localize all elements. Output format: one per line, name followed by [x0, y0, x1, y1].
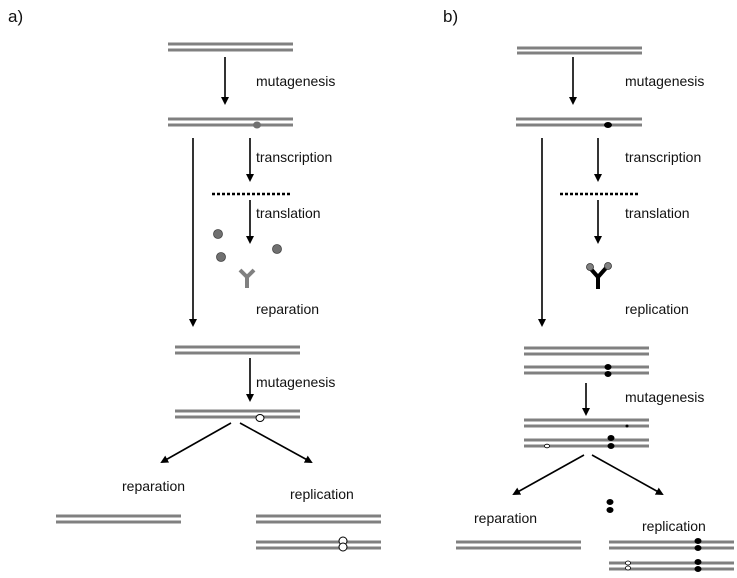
lesion-open — [338, 542, 348, 552]
dna-duplex-reparation-result — [56, 514, 181, 524]
dna-duplex-mutated-3 — [524, 418, 649, 428]
amino-acid-dot — [216, 252, 226, 262]
dna-duplex-mutated-4 — [524, 435, 649, 449]
label-replication-branch: replication — [290, 486, 354, 502]
arrow-branch-replication — [591, 454, 664, 495]
lesion-black — [606, 499, 614, 505]
lesion-black — [694, 566, 702, 572]
lesion-black — [607, 435, 615, 441]
panel-a: a) mutagenesis transcription translation — [8, 7, 381, 552]
label-replication-mid: replication — [625, 301, 689, 317]
dna-duplex-daughter-2 — [524, 364, 649, 377]
lesion-open — [255, 414, 265, 422]
label-mutagenesis-1: mutagenesis — [256, 73, 335, 89]
label-replication-branch: replication — [642, 518, 706, 534]
arrow-branch-replication — [239, 422, 313, 463]
dna-duplex-replication-result-1 — [609, 538, 734, 551]
lesion-small-black — [625, 424, 629, 428]
lesion-black — [694, 538, 702, 544]
lesion-black — [607, 443, 615, 449]
dna-duplex-original — [168, 42, 293, 52]
arrow-branch-reparation — [160, 422, 232, 463]
panel-a-label: a) — [8, 7, 23, 26]
lesion-open-small — [544, 443, 550, 449]
label-reparation-branch: reparation — [122, 478, 185, 494]
label-mutagenesis-2: mutagenesis — [256, 374, 335, 390]
arrow-branch-reparation — [512, 454, 585, 495]
dna-duplex-open-lesion — [175, 409, 300, 422]
amino-acid-dot — [272, 244, 282, 254]
dna-duplex-replication-result-2 — [609, 559, 734, 572]
dna-duplex-original — [517, 46, 642, 55]
panel-b: b) mutagenesis transcription translation — [443, 7, 734, 572]
panel-b-label: b) — [443, 7, 458, 26]
dna-duplex-replication-result-2 — [256, 536, 381, 552]
amino-acid-dot — [213, 229, 223, 239]
lesion-open-small — [625, 565, 631, 571]
label-transcription: transcription — [625, 149, 701, 165]
label-translation: translation — [256, 205, 321, 221]
lesion-black — [694, 559, 702, 565]
label-transcription: transcription — [256, 149, 332, 165]
label-translation: translation — [625, 205, 690, 221]
label-mutagenesis-2: mutagenesis — [625, 389, 704, 405]
dna-duplex-mutated — [168, 117, 293, 129]
lesion-black — [606, 507, 614, 513]
dna-duplex-reparation-result — [456, 540, 581, 550]
dna-duplex-repaired — [175, 345, 300, 355]
dna-duplex-daughter-1 — [524, 346, 649, 356]
label-reparation-branch: reparation — [474, 510, 537, 526]
lesion-black — [694, 545, 702, 551]
lesion-black — [604, 364, 612, 370]
label-reparation-mid: reparation — [256, 301, 319, 317]
lesion-black — [604, 371, 612, 377]
repair-enzyme-grey — [238, 268, 256, 288]
dna-duplex-mutated — [516, 117, 642, 128]
repair-enzyme-defective — [586, 262, 612, 289]
dna-duplex-replication-result-1 — [256, 514, 381, 524]
lesion-open-small — [625, 560, 631, 566]
label-mutagenesis-1: mutagenesis — [625, 73, 704, 89]
lesion-grey — [253, 121, 261, 129]
lesion-black — [604, 122, 612, 128]
